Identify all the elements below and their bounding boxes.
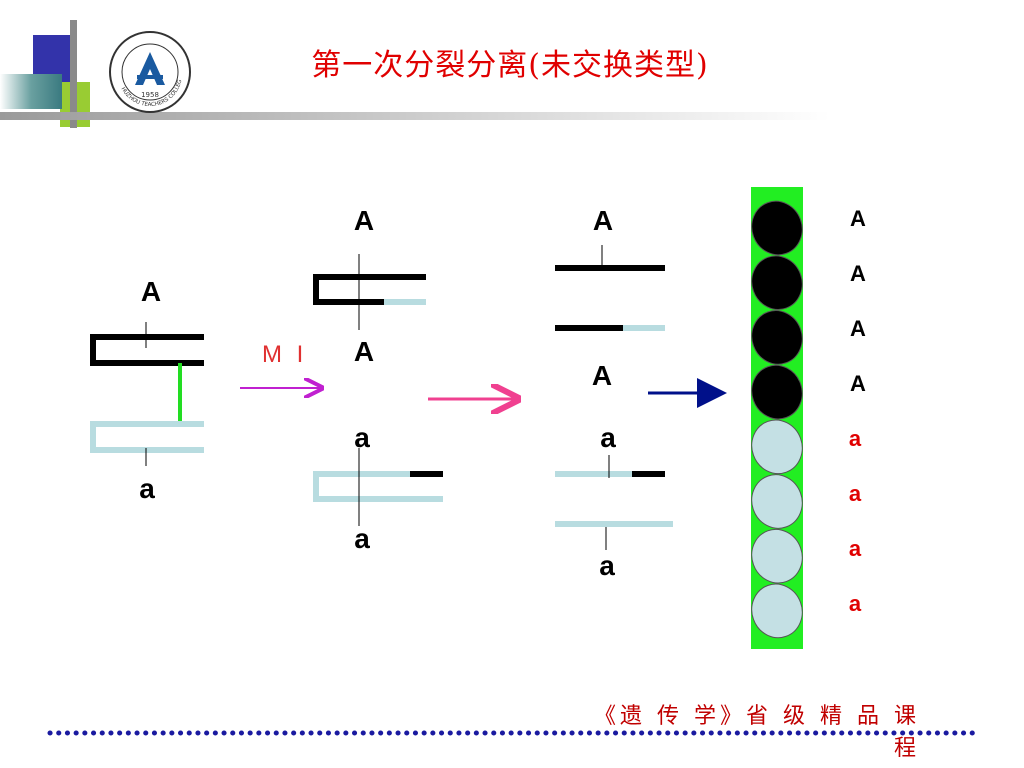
label-initial-upper: A xyxy=(140,276,162,307)
spore-label: a xyxy=(848,591,862,616)
college-seal-icon: 1958 HUZHOU TEACHERS COLLEGE xyxy=(105,27,191,113)
page-title: 第一次分裂分离(未交换类型) xyxy=(311,48,709,83)
homolog-light-initial xyxy=(90,421,204,466)
spore-light xyxy=(751,528,803,584)
label-mi-2: A xyxy=(353,336,375,367)
footer-course-title: 《遗 传 学》省 级 精 品 课 程 xyxy=(594,704,920,761)
spore-dark xyxy=(751,255,803,310)
dyad-light-after-mi xyxy=(313,448,443,526)
header-decoration xyxy=(0,20,830,128)
spore-label: a xyxy=(848,481,862,506)
dyad-dark-after-mi xyxy=(313,254,426,330)
label-meiosis-i: M I xyxy=(262,341,308,368)
label-mii-2: A xyxy=(591,360,613,391)
spore-dark xyxy=(751,364,803,420)
ascus-spores xyxy=(751,200,803,639)
spore-label: a xyxy=(848,536,862,561)
spore-label: a xyxy=(848,426,862,451)
label-mi-4: a xyxy=(354,523,370,554)
spore-label: A xyxy=(850,206,866,231)
chromatids-after-mii xyxy=(555,245,673,550)
spore-label: A xyxy=(850,316,866,341)
label-mii-3: a xyxy=(600,422,616,453)
spore-light xyxy=(751,419,803,475)
logo-year: 1958 xyxy=(141,91,159,99)
homolog-dark-initial xyxy=(90,322,204,366)
spore-dark xyxy=(751,310,803,365)
deco-vertical-bar xyxy=(70,20,77,128)
spore-label: A xyxy=(850,261,866,286)
deco-teal-band xyxy=(0,74,62,109)
deco-horizontal-bar xyxy=(0,112,830,120)
label-mii-4: a xyxy=(599,550,615,581)
footer-dotted-line xyxy=(47,730,981,736)
spore-label: A xyxy=(850,371,866,396)
spore-light xyxy=(751,474,803,529)
label-mi-1: A xyxy=(353,205,375,236)
spore-light xyxy=(751,583,803,639)
label-initial-lower: a xyxy=(139,473,155,504)
label-mi-3: a xyxy=(354,422,370,453)
label-mii-1: A xyxy=(592,205,614,236)
spore-dark xyxy=(751,200,803,256)
